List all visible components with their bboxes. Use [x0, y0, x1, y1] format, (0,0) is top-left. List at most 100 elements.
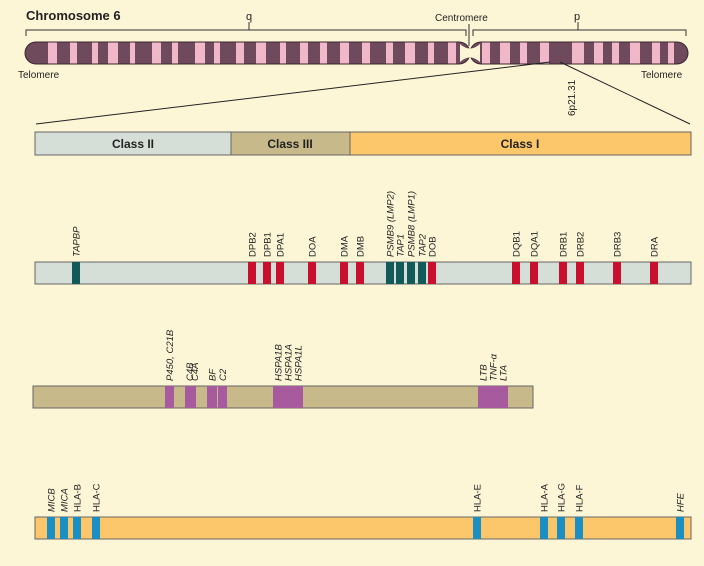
chromosome-band: [405, 42, 415, 64]
chromosome-band: [280, 42, 286, 64]
gene-marker-dma: [340, 262, 348, 284]
chromosome-band: [572, 42, 584, 64]
gene-label-psmb9-lmp2: PSMB9 (LMP2): [386, 191, 397, 257]
chromosome-band: [340, 42, 349, 64]
gene-label-psmb8-lmp1: PSMB8 (LMP1): [407, 191, 418, 257]
chromosome-band: [256, 42, 266, 64]
zoom-lines: [35, 61, 691, 125]
chromosome-band: [172, 42, 178, 64]
gene-marker-p450-c21b: [165, 386, 174, 408]
band-label: 6p21.31: [567, 79, 578, 116]
p-arm-bracket: [472, 22, 687, 36]
gene-label-hspa1a: HSPA1A: [284, 344, 295, 381]
gene-marker-c4a: [193, 386, 196, 408]
gene-label-mica: MICA: [60, 488, 71, 512]
q-arm-label: q: [246, 11, 252, 23]
gene-marker-lta: [498, 386, 508, 408]
gene-marker-dob: [428, 262, 436, 284]
gene-label-c4a: C4A: [190, 363, 201, 381]
chromosome-band: [70, 42, 77, 64]
gene-label-ltb: LTB: [479, 364, 490, 381]
chromosome-band: [594, 42, 603, 64]
gene-label-bf: BF: [208, 368, 219, 381]
gene-label-hla-g: HLA-G: [557, 483, 568, 512]
gene-label-micb: MICB: [47, 488, 58, 512]
gene-label-hla-e: HLA-E: [473, 484, 484, 512]
chromosome-band: [214, 42, 220, 64]
gene-marker-tap2: [418, 262, 426, 284]
chromosome-band: [612, 42, 619, 64]
chromosome-band: [668, 42, 674, 64]
gene-marker-dqb1: [512, 262, 520, 284]
gene-label-dpb2: DPB2: [248, 232, 259, 257]
class3-label: Class III: [267, 137, 312, 151]
gene-marker-hla-c: [92, 517, 100, 539]
gene-label-hspa1b: HSPA1B: [274, 344, 285, 381]
chromosome-6: [24, 41, 689, 65]
gene-label-c4b: C4B: [185, 362, 196, 381]
gene-label-tap2: TAP2: [418, 233, 429, 257]
gene-marker-hla-a: [540, 517, 548, 539]
gene-label-drb2: DRB2: [576, 232, 587, 257]
gene-label-dpa1: DPA1: [276, 233, 287, 257]
gene-label-dqb1: DQB1: [512, 231, 523, 257]
gene-label-p450-c21b: P450, C21B: [165, 329, 176, 381]
chromosome-band: [92, 42, 98, 64]
centromere-label: Centromere: [435, 13, 488, 24]
gene-label-dqa1: DQA1: [530, 231, 541, 257]
gene-marker-tapbp: [72, 262, 80, 284]
gene-marker-c4b: [185, 386, 194, 408]
gene-marker-hfe: [676, 517, 684, 539]
gene-label-dpb1: DPB1: [263, 232, 274, 257]
gene-label-c2: C2: [218, 368, 229, 381]
chromosome-band: [520, 42, 527, 64]
chromosome-band: [195, 42, 205, 64]
gene-label-tap1: TAP1: [396, 234, 407, 257]
class1-label: Class I: [501, 137, 540, 151]
gene-label-dra: DRA: [650, 236, 661, 257]
chromosome-band: [320, 42, 327, 64]
gene-label-hla-a: HLA-A: [540, 483, 551, 512]
gene-label-dmb: DMB: [356, 236, 367, 257]
chromosome-band: [630, 42, 640, 64]
chromosome-band: [500, 42, 510, 64]
class2-label: Class II: [112, 137, 154, 151]
chromosome-band: [652, 42, 660, 64]
chromosome-band: [300, 42, 308, 64]
chromosome-band: [540, 42, 549, 64]
class-header-bar: Class II Class III Class I: [34, 131, 692, 156]
chromosome-band: [386, 42, 393, 64]
gene-marker-hla-b: [73, 517, 81, 539]
chromosome-band: [448, 42, 456, 64]
gene-label-dob: DOB: [428, 236, 439, 257]
gene-marker-micb: [47, 517, 55, 539]
gene-marker-dra: [650, 262, 658, 284]
gene-label-tnf: TNF-α: [489, 353, 500, 381]
gene-marker-ltb: [478, 386, 488, 408]
gene-marker-dpb2: [248, 262, 256, 284]
gene-marker-c2: [218, 386, 227, 408]
gene-marker-dmb: [356, 262, 364, 284]
chromosome-band: [130, 42, 135, 64]
gene-marker-hspa1l: [293, 386, 303, 408]
gene-marker-drb3: [613, 262, 621, 284]
gene-label-dma: DMA: [340, 235, 351, 257]
gene-marker-hla-e: [473, 517, 481, 539]
class1-gene-bar: [34, 516, 692, 540]
gene-marker-psmb8-lmp1: [407, 262, 415, 284]
gene-label-drb1: DRB1: [559, 232, 570, 257]
gene-label-lta: LTA: [499, 365, 510, 381]
gene-label-tapbp: TAPBP: [72, 226, 83, 257]
gene-marker-dqa1: [530, 262, 538, 284]
chromosome-band: [236, 42, 244, 64]
gene-label-hla-f: HLA-F: [575, 484, 586, 512]
p-arm-label: p: [574, 11, 580, 23]
diagram-title: Chromosome 6: [26, 8, 121, 23]
gene-marker-dpb1: [263, 262, 271, 284]
gene-label-hspa1l: HSPA1L: [294, 345, 305, 381]
